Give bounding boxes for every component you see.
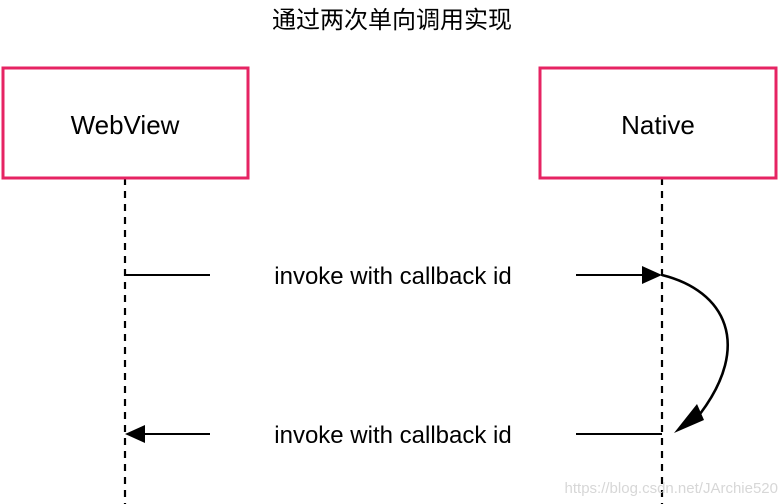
self-loop-native-curve [661, 273, 729, 415]
message-2-label: invoke with callback id [274, 422, 511, 449]
watermark-text: https://blog.csdn.net/JArchie520 [565, 480, 778, 497]
message-2[interactable]: invoke with callback id [125, 422, 662, 449]
participant-label-webview: WebView [71, 110, 180, 140]
participant-label-native: Native [621, 110, 695, 140]
message-1-arrowhead-right [642, 266, 662, 284]
message-2-arrowhead-left [125, 425, 145, 443]
participant-box-webview[interactable] [1, 66, 250, 180]
page-title: 通过两次单向调用实现 [272, 7, 512, 34]
self-loop-native[interactable] [661, 273, 729, 433]
message-1[interactable]: invoke with callback id [125, 263, 662, 290]
participant-box-native[interactable] [538, 66, 778, 180]
message-1-label: invoke with callback id [274, 263, 511, 290]
self-loop-native-arrowhead [674, 404, 704, 433]
